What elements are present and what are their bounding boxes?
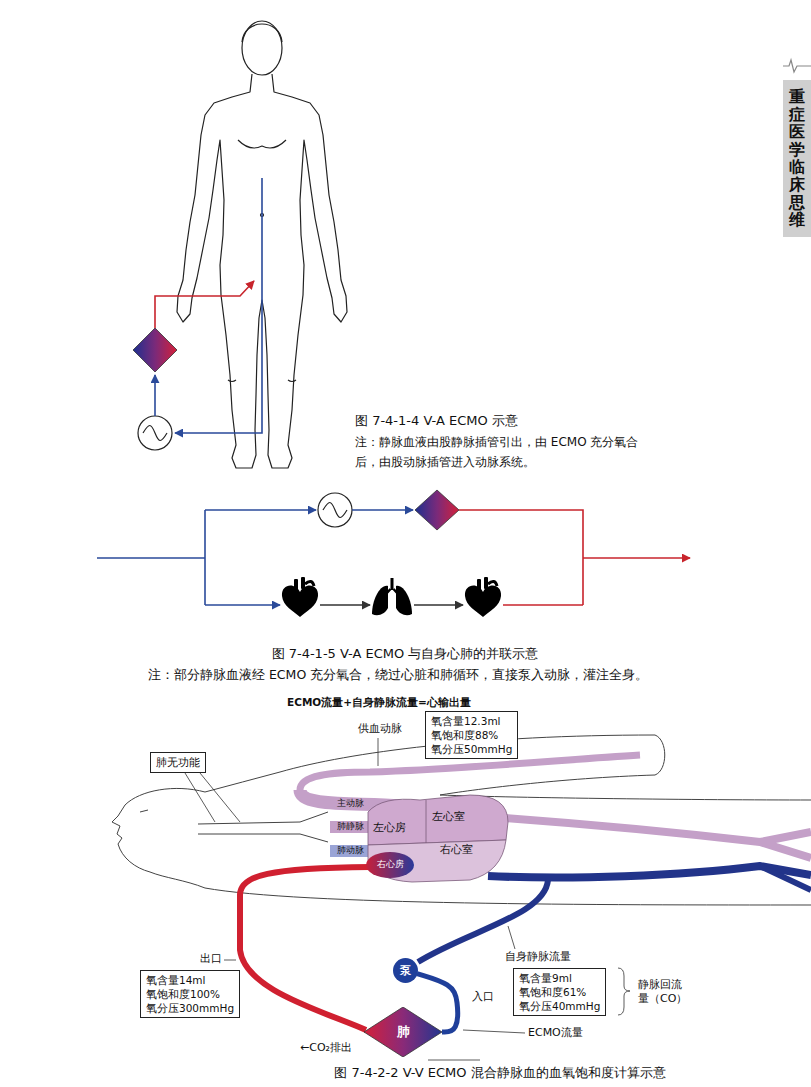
flow-line [414, 604, 463, 606]
leader-line [224, 960, 236, 961]
airway-outline [198, 812, 328, 842]
venous-line [205, 604, 280, 606]
node-text: 泵 [400, 963, 411, 978]
port-label: 出口 [200, 952, 222, 966]
chamber-label: 右心房 [377, 859, 404, 870]
node-text: 氧含量9ml [519, 971, 600, 985]
gas-line [428, 1060, 480, 1061]
arterial-line [503, 604, 583, 606]
section-tab: 重症医学临床思维 [783, 80, 811, 237]
oxygenator-symbol [415, 490, 459, 530]
lung-icon [372, 578, 412, 615]
body-outline [205, 888, 811, 905]
leader-line [378, 738, 379, 766]
venous-line [97, 557, 205, 559]
data-box: 氧含量9ml氧饱和度61%氧分压40mmHg [513, 968, 606, 1016]
pump-wave [323, 503, 347, 518]
va-ecmo-circuit [133, 178, 262, 450]
heart-icon [282, 577, 318, 617]
chest-line [238, 140, 286, 148]
node-text: 氧饱和度61% [519, 985, 600, 999]
venous-line [205, 509, 316, 511]
node-text: 氧饱和度88% [431, 728, 512, 742]
head-outline [112, 788, 205, 888]
pump-symbol [318, 493, 352, 527]
heart-icon [465, 577, 501, 617]
node-text: 氧含量12.3ml [431, 714, 512, 728]
figure-note: 注：静脉血液由股静脉插管引出，由 ECMO 充分氧合后，由股动脉插管进入动脉系统… [355, 432, 645, 472]
flow-line [320, 604, 370, 606]
vessel-label: 肺静脉 [337, 821, 364, 832]
data-box: 氧含量12.3ml氧饱和度88%氧分压50mmHg [425, 711, 518, 759]
node-text: 氧分压300mmHg [146, 1001, 234, 1015]
node-text: 肺无功能 [156, 755, 200, 770]
vein-band [760, 866, 811, 890]
oxygenator-symbol [133, 328, 177, 372]
drainage-tube [418, 880, 548, 962]
vessels [240, 755, 811, 1030]
brace [618, 968, 630, 1015]
pump-symbol [138, 416, 172, 450]
node-text: 重症医学临床思维 [789, 88, 805, 229]
chamber-label: 左心室 [432, 810, 465, 824]
venous-line [175, 178, 262, 433]
flow-label: 自身静脉流量 [505, 950, 571, 964]
port-label: 入口 [472, 990, 494, 1004]
gas-label: ←CO₂排出 [300, 1041, 352, 1055]
arterial-line [583, 557, 690, 559]
head-outline [242, 21, 282, 75]
formula-label: ECMO流量+自身静脉流量=心输出量 [287, 696, 471, 709]
figure-note: 注：部分静脉血液经 ECMO 充分氧合，绕过心脏和肺循环，直接泵入动脉，灌注全身… [148, 667, 648, 683]
left-heart [368, 795, 508, 845]
header-squiggle [783, 60, 811, 72]
patient-outline [112, 735, 811, 905]
leader-line [463, 1030, 525, 1033]
vessel-label: 供血动脉 [358, 722, 402, 736]
venous-line [352, 509, 413, 511]
oxygenator-diamond: 肺 [364, 1007, 442, 1057]
leader-lines [185, 738, 630, 1060]
arterial-line [155, 281, 254, 328]
figure-caption: 图 7-4-1-5 V-A ECMO 与自身心肺的并联示意 [272, 646, 539, 662]
node-text: 氧饱和度100% [146, 987, 234, 1001]
flow-label: 静脉回流量（CO） [638, 978, 688, 1006]
eye-line [140, 810, 148, 812]
right-atrium [366, 852, 414, 878]
diamond-shape [364, 1007, 442, 1057]
pulmonary-vein-band [330, 821, 372, 833]
pulmonary-artery-band [330, 845, 372, 857]
artery-band [505, 818, 811, 858]
venous-line [204, 510, 206, 605]
vessel-label: 肺动脉 [337, 845, 364, 856]
figure-caption: 图 7-4-1-4 V-A ECMO 示意 [355, 413, 518, 429]
vessel-label: 主动脉 [337, 798, 364, 809]
chamber-label: 左心房 [373, 821, 406, 835]
pump-circle: 泵 [393, 958, 418, 983]
chamber-label: 右心室 [440, 843, 473, 857]
node-text: 氧含量14ml [146, 973, 234, 987]
flow-label: ECMO流量 [528, 1026, 583, 1040]
pump-wave [143, 426, 167, 441]
leader-line [185, 773, 215, 822]
node-text: 氧分压40mmHg [519, 999, 600, 1013]
note-box: 肺无功能 [150, 752, 206, 773]
heart-illustration [366, 795, 508, 882]
node-text: 肺 [397, 1023, 410, 1041]
node-text: 氧分压50mmHg [431, 742, 512, 756]
leader-line [508, 926, 515, 949]
return-tube [240, 867, 370, 1030]
septum-line [426, 800, 427, 843]
hair-line [242, 24, 282, 42]
data-box: 氧含量14ml氧饱和度100%氧分压300mmHg [140, 970, 240, 1018]
venous-line [154, 375, 156, 416]
figure-caption: 图 7-4-2-2 V-V ECMO 混合静脉血的血氧饱和度计算示意 [334, 1065, 665, 1081]
leader-line [200, 773, 240, 822]
